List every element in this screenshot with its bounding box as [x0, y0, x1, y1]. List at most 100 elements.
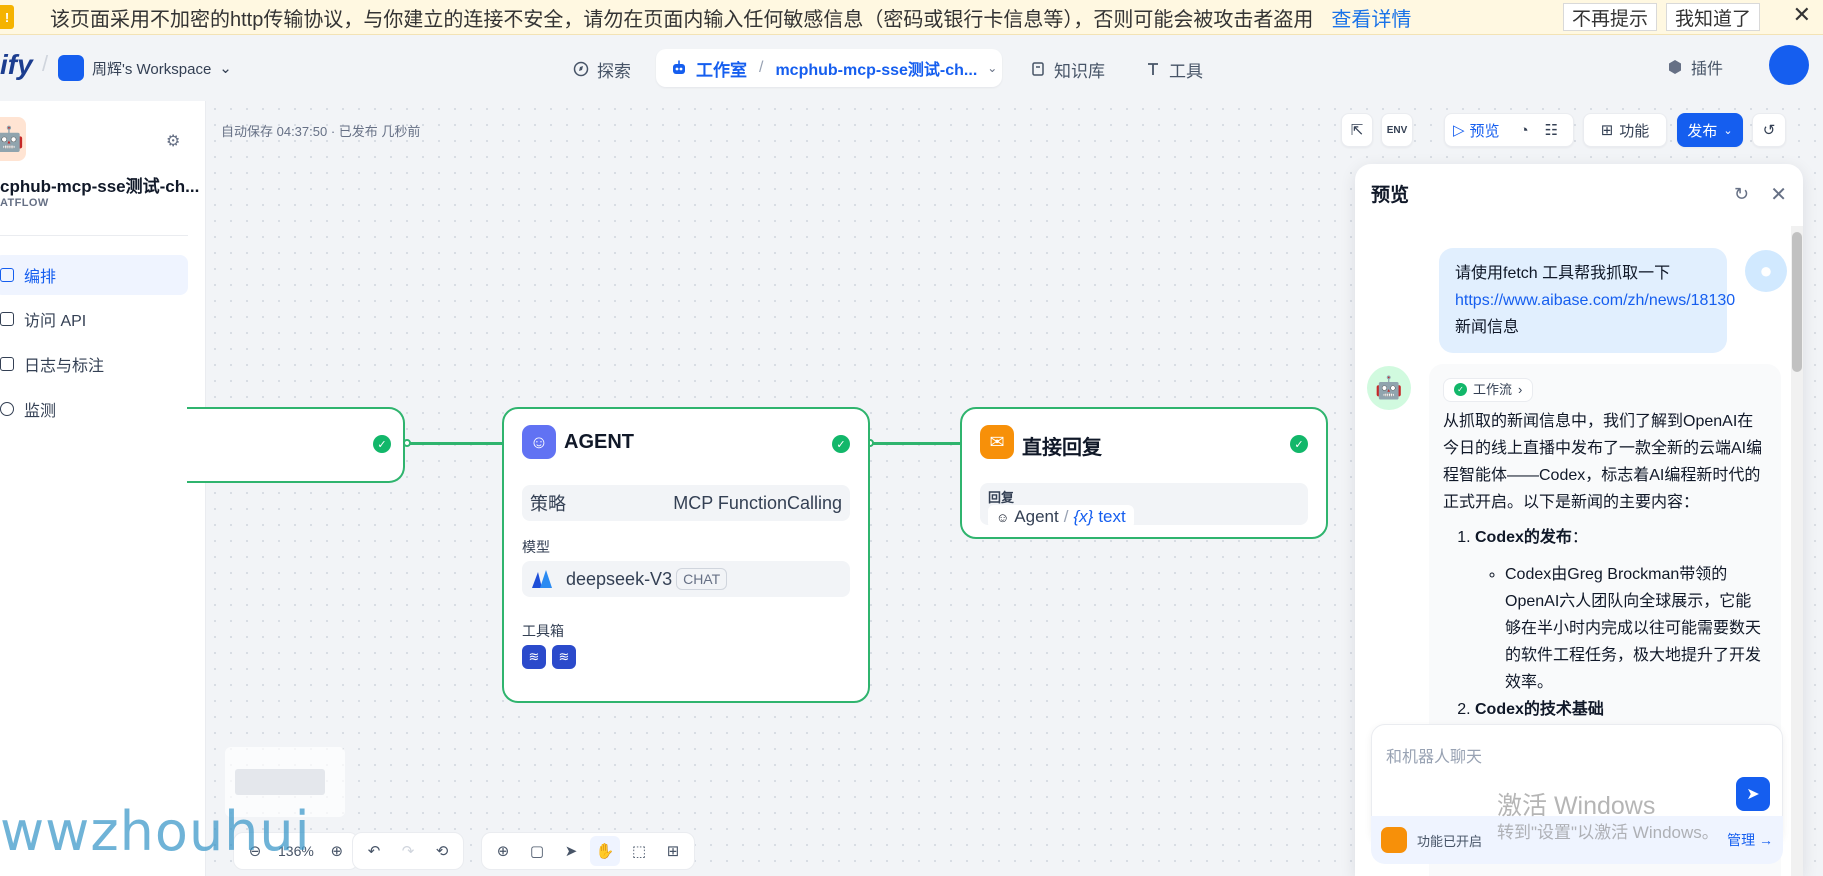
minimap[interactable] [225, 747, 345, 817]
settings-sliders-icon[interactable]: ⚙ [166, 133, 181, 150]
redo-icon[interactable]: ↷ [401, 843, 415, 860]
windows-activation-hint: 转到"设置"以激活 Windows。 [1497, 823, 1719, 842]
banner-close-icon[interactable]: ✕ [1792, 2, 1811, 27]
reply-field[interactable]: 回复 ☺ Agent / {x} text [980, 483, 1308, 529]
variable-separator: / [1063, 507, 1069, 526]
no-remind-button[interactable]: 不再提示 [1563, 3, 1658, 31]
banner-message: 该页面采用不加密的http传输协议，与你建立的连接不安全，请勿在页面内输入任何敏… [50, 8, 1314, 31]
mcp-tool-icon[interactable]: ≋ [552, 645, 576, 669]
nav-tools[interactable]: 工具 [1145, 51, 1203, 87]
sidebar-item-monitor[interactable]: 监测 [0, 389, 188, 429]
manage-link[interactable]: 管理 → [1727, 832, 1773, 848]
checklist-icon[interactable]: ☷ [1544, 122, 1559, 139]
list-item: Codex的技术基础 [1475, 696, 1767, 723]
plugins-button[interactable]: 插件 [1667, 55, 1723, 79]
zoom-level[interactable]: 136% [278, 843, 314, 859]
nav-studio-label: 工作室 [696, 60, 747, 80]
zoom-out-icon[interactable]: ⊖ [248, 843, 262, 860]
scrollbar-thumb[interactable] [1792, 232, 1802, 372]
scrollbar-track[interactable] [1791, 226, 1803, 876]
chat-input-placeholder[interactable]: 和机器人聊天 [1386, 749, 1483, 766]
layout-icon [0, 268, 14, 282]
edge-agent-reply [868, 442, 963, 445]
sidebar-item-label: 访问 API [24, 313, 87, 330]
variable-source: Agent [1014, 507, 1059, 526]
user-message: 请使用fetch 工具帮我抓取一下 https://www.aibase.com… [1439, 248, 1735, 353]
workflow-chip-label: 工作流 [1473, 382, 1513, 397]
publish-button[interactable]: 发布 ⌄ [1677, 113, 1743, 147]
mcp-tool-icon[interactable]: ≋ [522, 645, 546, 669]
output-handle[interactable] [403, 439, 411, 447]
terminal-icon [0, 312, 14, 326]
user-avatar[interactable] [1769, 45, 1809, 85]
sidebar-item-label: 日志与标注 [24, 358, 105, 375]
security-warning-banner: ! 该页面采用不加密的http传输协议，与你建立的连接不安全，请勿在页面内输入任… [0, 0, 1823, 35]
preview-button[interactable]: ▷ 预览 [1453, 120, 1500, 141]
checklist-share-button[interactable]: ⇱ [1341, 113, 1373, 147]
organize-icon[interactable]: ⊞ [666, 843, 680, 860]
book-icon [1032, 62, 1044, 76]
strategy-value: MCP FunctionCalling [673, 492, 842, 513]
workflow-process-chip[interactable]: ✓ 工作流 › [1443, 377, 1534, 402]
pointer-icon[interactable]: ➤ [564, 843, 578, 860]
compass-icon [573, 61, 589, 77]
bot-avatar: 🤖 [1367, 366, 1411, 410]
user-message-link[interactable]: https://www.aibase.com/zh/news/18130 [1455, 292, 1736, 309]
add-node-icon[interactable]: ⊕ [496, 843, 510, 860]
agent-brain-icon: ☺ [996, 509, 1010, 525]
current-app-name[interactable]: mcphub-mcp-sse测试-ch... [775, 62, 978, 79]
env-label: ENV [1386, 124, 1408, 136]
workspace-name: 周辉's Workspace [92, 60, 212, 78]
history-run-icon[interactable]: ◔ [1519, 121, 1529, 139]
nav-explore[interactable]: 探索 [573, 51, 631, 87]
sidebar-item-logs[interactable]: 日志与标注 [0, 344, 188, 384]
run-group: ▷ 预览 ◔ ☷ [1444, 113, 1574, 147]
preview-title: 预览 [1371, 185, 1410, 206]
strategy-label: 策略 [530, 494, 566, 514]
cube-icon [1668, 60, 1681, 74]
agent-node[interactable]: ☺ AGENT ✓ 策略 MCP FunctionCalling 模型 deep… [502, 407, 870, 703]
hand-icon[interactable]: ✋ [590, 836, 620, 866]
workspace-selector[interactable]: 周辉's Workspace ⌄ [58, 55, 232, 81]
variable-reference[interactable]: ☺ Agent / {x} text [988, 505, 1134, 529]
close-icon[interactable]: ✕ [1770, 184, 1787, 206]
chevron-down-icon[interactable]: ⌄ [987, 61, 998, 75]
model-field[interactable]: deepseek-V3 CHAT [522, 561, 850, 597]
chevron-down-icon: ⌄ [1723, 124, 1733, 137]
zoom-in-icon[interactable]: ⊕ [330, 843, 344, 860]
nav-explore-label: 探索 [597, 61, 631, 81]
nav-knowledge[interactable]: 知识库 [1030, 51, 1105, 87]
nav-knowledge-label: 知识库 [1054, 61, 1105, 81]
export-image-icon[interactable]: ⬚ [631, 843, 647, 860]
refresh-icon[interactable]: ↻ [1733, 184, 1749, 204]
nav-studio[interactable]: 工作室 / mcphub-mcp-sse测试-ch... ⌄ [656, 49, 1002, 87]
agent-node-title: AGENT [564, 431, 634, 453]
nav-tools-label: 工具 [1169, 61, 1203, 81]
features-enabled-label: 功能已开启 [1417, 833, 1483, 849]
deepseek-logo-icon [532, 570, 552, 588]
chevron-right-icon: › [1518, 382, 1523, 397]
send-button[interactable]: ➤ [1736, 777, 1770, 811]
autosave-status: 自动保存 04:37:50 · 已发布 几秒前 [221, 124, 421, 139]
variable-icon: {x} [1073, 507, 1094, 526]
publish-label: 发布 [1687, 122, 1718, 140]
start-node[interactable]: ✓ [187, 407, 405, 483]
version-history-button[interactable]: ↺ [1752, 113, 1786, 147]
variable-name: text [1098, 507, 1126, 526]
strategy-field[interactable]: 策略 MCP FunctionCalling [522, 485, 850, 521]
history-icon[interactable]: ⟲ [435, 843, 449, 860]
sidebar-item-api[interactable]: 访问 API [0, 299, 188, 339]
sidebar-item-orchestrate[interactable]: 编排 [0, 255, 188, 295]
sidebar-item-label: 编排 [24, 269, 57, 286]
wrench-icon [1148, 63, 1158, 75]
preview-label: 预览 [1469, 122, 1500, 140]
app-logo[interactable]: ify [0, 49, 33, 80]
env-button[interactable]: ENV [1381, 113, 1413, 147]
got-it-button[interactable]: 我知道了 [1666, 3, 1761, 31]
banner-detail-link[interactable]: 查看详情 [1331, 8, 1412, 31]
direct-reply-node[interactable]: ✉ 直接回复 ✓ 回复 ☺ Agent / {x} text [960, 407, 1328, 539]
undo-icon[interactable]: ↶ [367, 843, 381, 860]
add-note-icon[interactable]: ▢ [529, 843, 545, 860]
features-button[interactable]: ⊞ 功能 [1583, 113, 1667, 147]
list-item-bullet: Codex由Greg Brockman带领的OpenAI六人团队向全球展示，它能… [1505, 561, 1767, 696]
